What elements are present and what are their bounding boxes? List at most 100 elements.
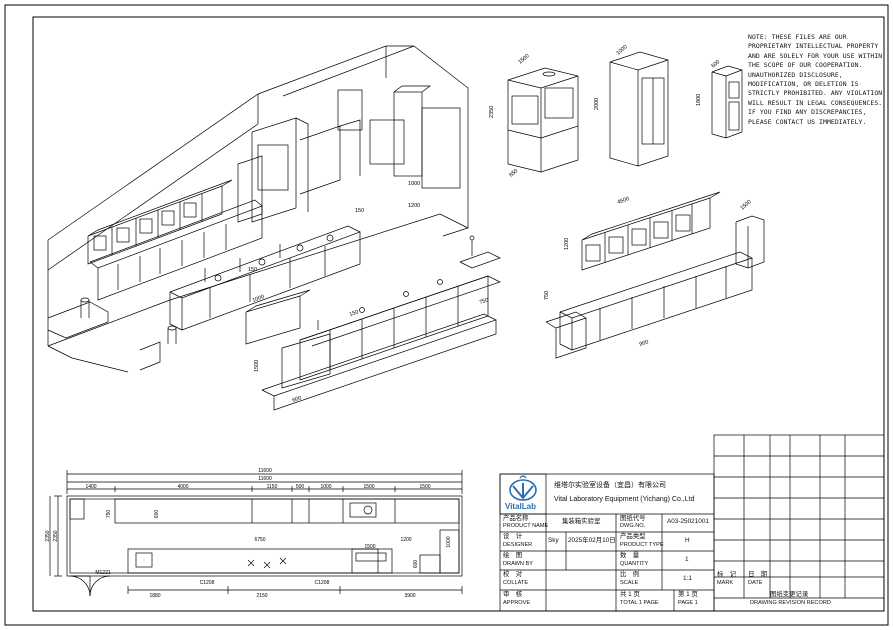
note-line: THE SCOPE OF OUR COOPERATION. [748,61,863,70]
plan-dim: 600 [154,510,160,519]
main-isometric-view [47,45,469,373]
quantity-value: 1 [685,556,689,563]
note-line: AND ARE SOLELY FOR YOUR USE WITHIN [748,51,883,60]
window-label: C1208 [315,580,330,586]
dwg-no-en-label: DWG.NO. [620,523,646,529]
designer-en-label: DESIGNER [503,542,533,548]
outer-border [4,4,889,626]
main-iso-dims: 1000 1200 150 150 [248,181,420,273]
mark-en-label: MARK [717,580,734,586]
company-name-en: Vital Laboratory Equipment (Yichang) Co.… [554,496,695,503]
plan-dim: 11600 [258,476,272,482]
iso-dim: 2000 [594,98,600,110]
iso-dim: 1500 [517,53,530,65]
product-type-cn-label: 产品类型 [620,533,646,540]
plan-dim: 1000 [320,484,331,490]
product-type-en-label: PRODUCT TYPE [620,542,664,548]
note-line: PROPRIETARY INTELLECTUAL PROPERTY [748,42,879,51]
note-line: IF YOU FIND ANY DISCREPANCIES, [748,108,867,117]
designer-cn-label: 设 计 [503,533,523,540]
mark-cn-label: 标 记 [717,571,737,578]
iso-dim: 1200 [564,238,570,250]
iso-dim: 2350 [489,106,495,118]
collate-en-label: COLLATE [503,580,529,586]
iso-dim: 900 [639,339,650,348]
bottom-bench-iso [245,235,501,411]
plan-dim: 11600 [258,468,272,474]
note-line: MODIFICATION, OR DELETION IS [748,80,859,89]
note-line: STRICTLY PROHIBITED. ANY VIOLATION [748,89,883,98]
iso-dim: 1500 [739,199,752,211]
iso-dim: 4500 [617,196,631,206]
company-name-cn: 维塔尔实验室设备（宜昌）有限公司 [554,482,666,489]
note-line: NOTE: THESE FILES ARE OUR [748,33,847,41]
product-name-value: 集装箱实验室 [562,518,601,525]
plan-dim: 600 [413,560,419,569]
plan-dim: 2350 [53,530,59,541]
designer-value: Sky [548,537,559,544]
window-label: C1208 [200,580,215,586]
plan-dim: 3900 [404,593,415,599]
plan-dim: 500 [296,484,305,490]
product-name-en-label: PRODUCT NAME [503,523,549,529]
total-pages-cn: 共 1 页 [620,591,640,598]
logo-wordmark: VitalLab [505,502,536,511]
revision-record-en: DRAWING REVISION RECORD [750,600,831,606]
drawn-by-en-label: DRAWN BY [503,561,533,567]
floor-plan-dims: 11600 11600 1400 4000 1150 500 1000 1500… [45,468,452,599]
total-pages-en: TOTAL 1 PAGE [620,600,659,606]
plan-dim: 1400 [85,484,96,490]
iso-dim: 1000 [408,181,420,187]
plan-dim: 2150 [256,593,267,599]
quantity-cn-label: 数 量 [620,552,640,559]
iso-dim: 150 [355,208,364,214]
floor-plan [49,470,463,597]
plan-dim: 1500 [363,484,374,490]
page-en: PAGE 1 [678,600,698,606]
iso-dim: 750 [544,291,550,300]
iso-dim: 850 [508,168,519,179]
plan-dim: 4000 [177,484,188,490]
door-label: M1221 [95,570,111,576]
drawn-by-cn-label: 绘 图 [503,552,523,559]
plan-dim: 1880 [149,593,160,599]
bottom-iso-dims: 1000 1500 150 750 600 [252,294,490,404]
right-iso-dims: 4500 1200 1500 750 900 [544,196,753,348]
narrow-cabinet-iso [711,65,743,139]
iso-dim: 150 [349,309,360,318]
iso-dim: 750 [479,297,490,306]
iso-dim: 600 [292,395,303,404]
dwg-no-value: A03-25021001 [667,518,709,525]
plan-dim: 1200 [400,537,411,543]
vitallab-logo [509,475,537,501]
plan-dim: 2350 [45,530,51,541]
dwg-no-cn-label: 图纸代号 [620,515,646,522]
plan-dim: 6750 [254,537,265,543]
scale-cn-label: 比 例 [620,571,640,578]
quantity-en-label: QUANTITY [620,561,649,567]
iso-dim: 1200 [408,203,420,209]
iso-dim: 1000 [252,294,266,304]
revision-record-cn: 图纸变更记录 [770,591,809,598]
note-line: WILL RESULT IN LEGAL CONSEQUENCES. [748,98,883,107]
rev-date-en-label: DATE [748,580,763,586]
design-date: 2025年02月10日 [568,537,616,544]
approve-cn-label: 审 核 [503,591,523,598]
note-line: UNAUTHORIZED DISCLOSURE, [748,70,843,79]
note-line: PLEASE CONTACT US IMMEDIATELY. [748,117,867,126]
iso-dim: 1500 [254,360,260,372]
scale-value: 1:1 [683,575,692,582]
inner-border [32,16,885,612]
product-type-value: H [685,537,690,544]
iso-dim: 150 [248,267,257,273]
top-iso-dims: 2350 1500 850 2000 1000 1800 600 [489,44,721,178]
scale-en-label: SCALE [620,580,639,586]
tall-cabinet-iso [609,51,669,167]
fume-hood-iso [507,67,579,173]
plan-dim: 1000 [446,536,452,547]
right-bench-iso [545,191,765,359]
plan-dim: 1150 [267,484,278,490]
iso-dim: 600 [710,59,721,70]
plan-dim: 1500 [364,544,375,550]
